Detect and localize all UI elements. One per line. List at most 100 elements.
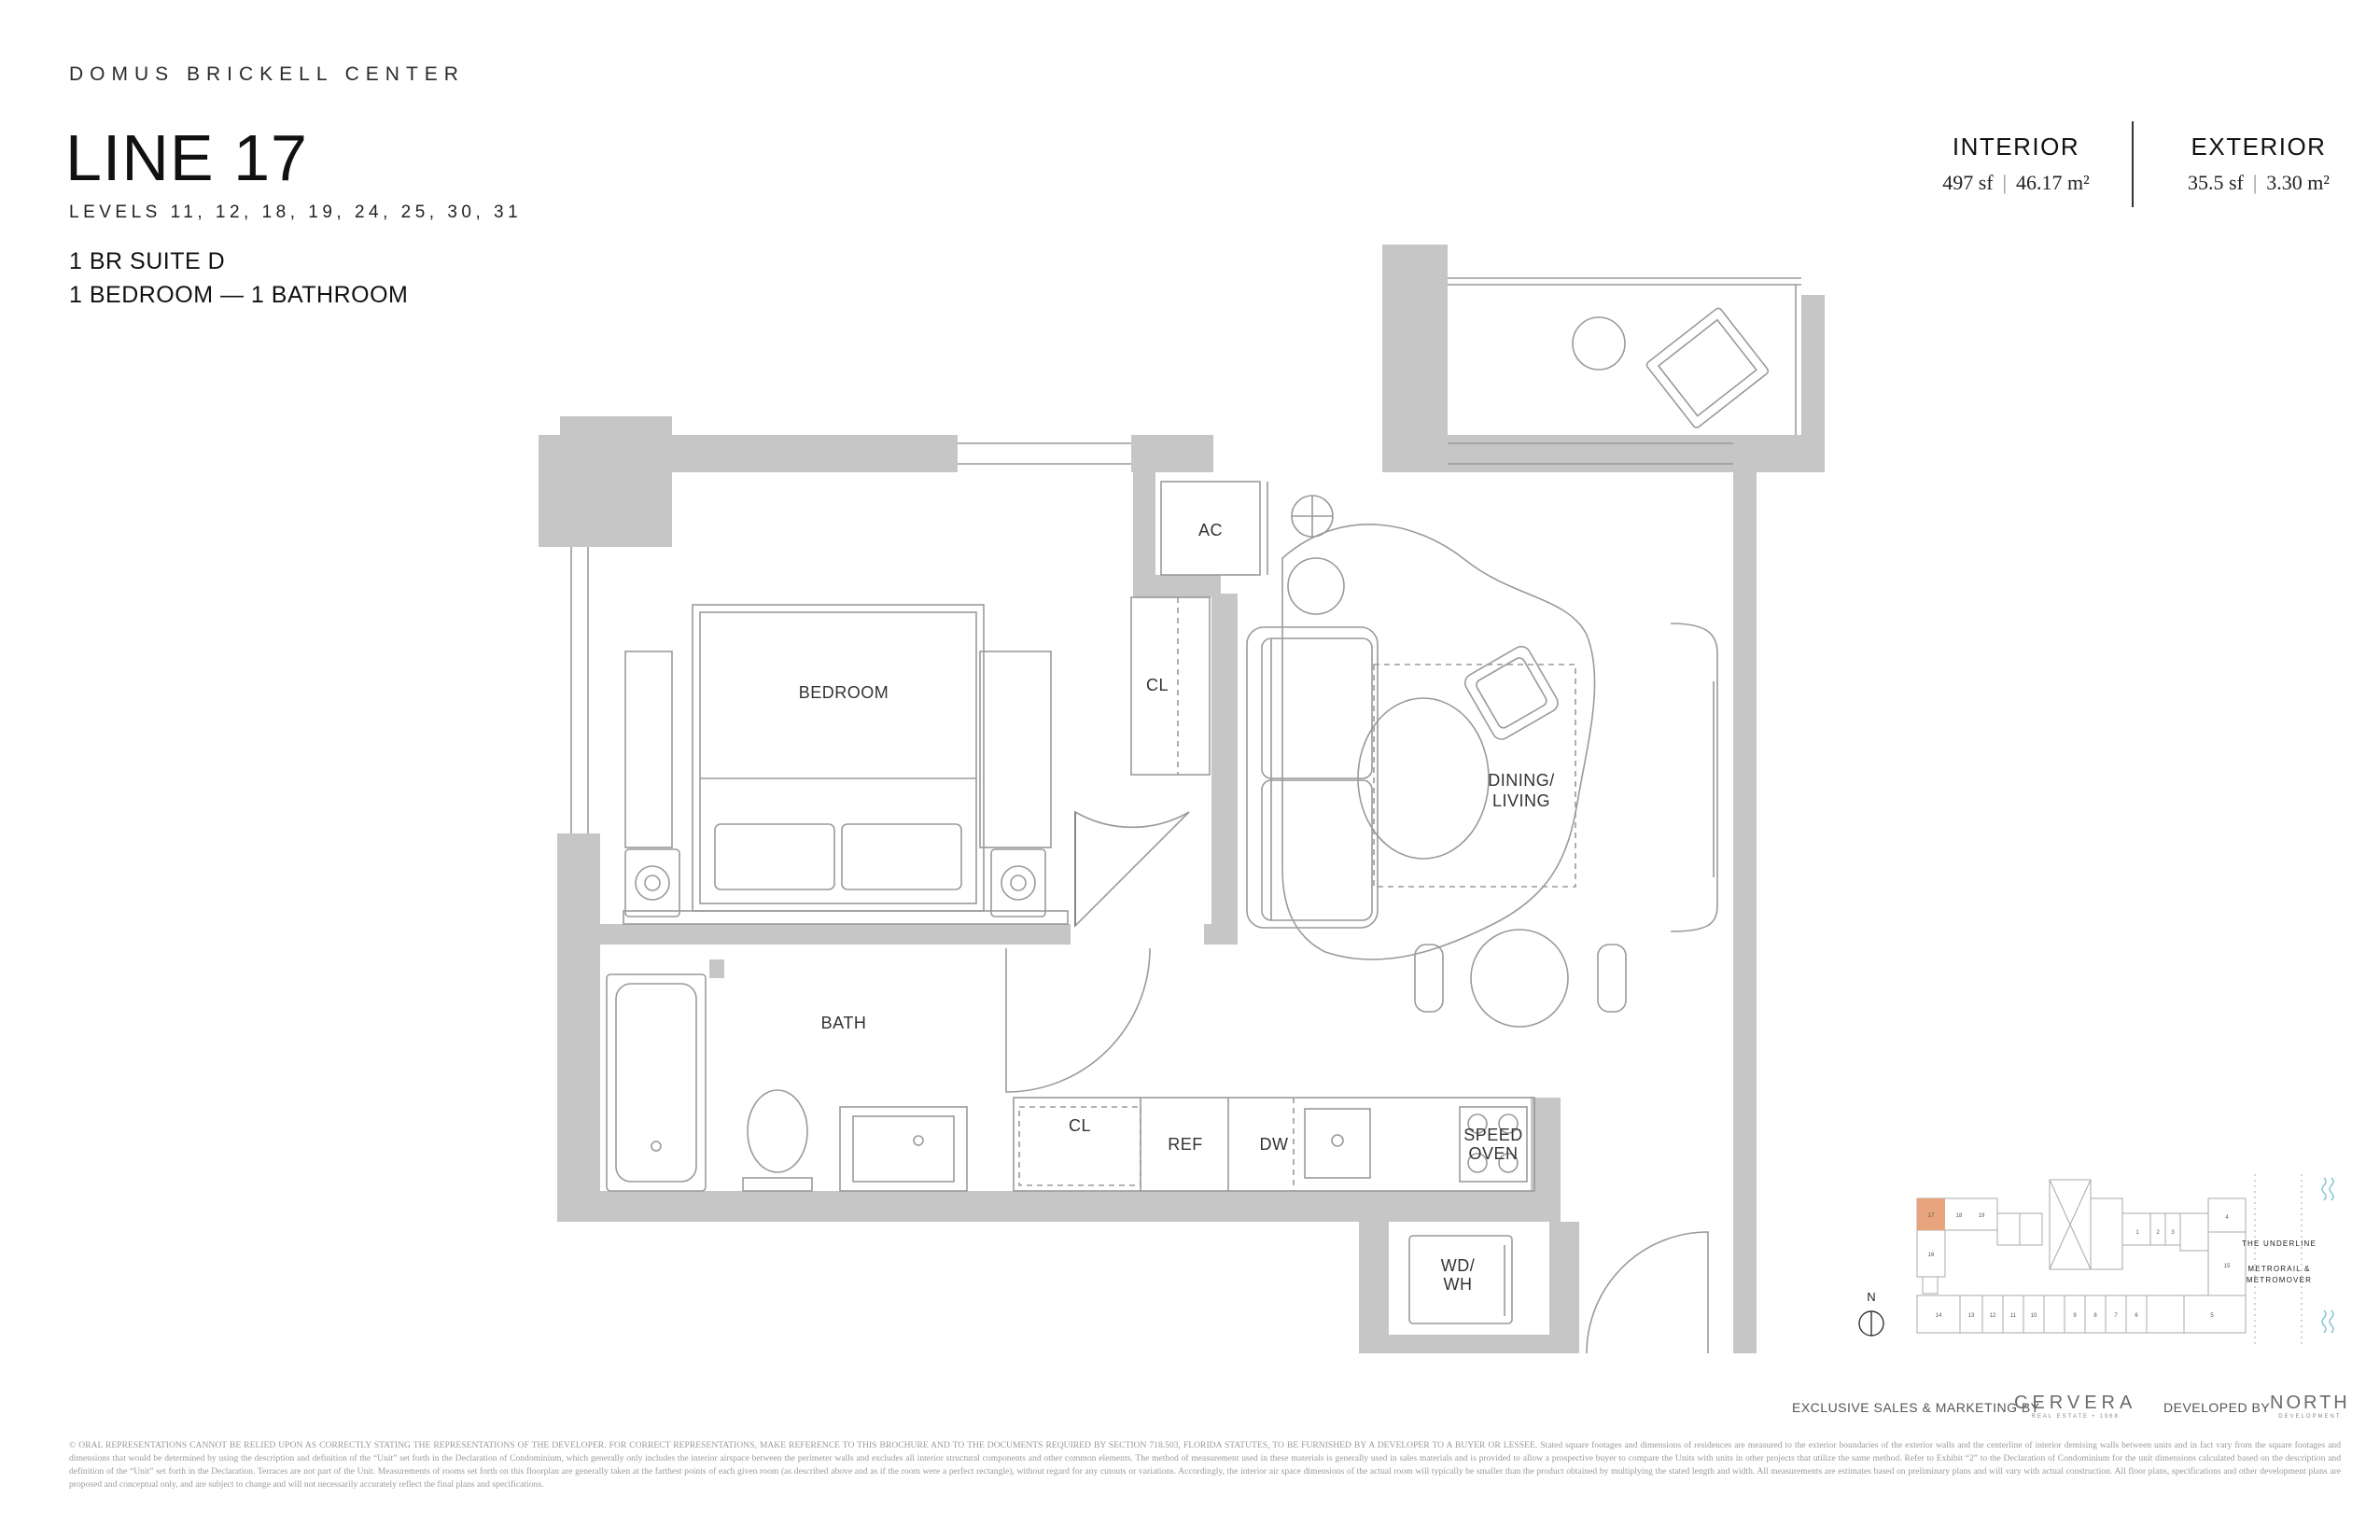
- interior-m2: 46.17 m²: [2016, 171, 2090, 194]
- kitchen-counter: [1013, 1097, 1535, 1192]
- wall-north-living: [1448, 435, 1733, 472]
- wall-nw-column: [560, 416, 622, 547]
- bed-pillow-left: [714, 823, 835, 890]
- dining-chair-left: [1414, 944, 1444, 1013]
- wall-terrace-west: [1382, 245, 1448, 472]
- key-metrorail-line1: METRORAIL &: [2247, 1265, 2310, 1273]
- room-bath: BATH: [821, 1014, 867, 1032]
- wall-wdwh-west: [1359, 1222, 1389, 1353]
- area-divider: [2132, 121, 2134, 207]
- key-bottom-row: [1916, 1295, 2247, 1334]
- key-underline-label: THE UNDERLINE: [2242, 1239, 2317, 1248]
- appliance-dw: DW: [1260, 1135, 1289, 1154]
- bed-pillow-right: [841, 823, 962, 890]
- appliance-ref: REF: [1168, 1135, 1203, 1154]
- interior-sf: 497 sf: [1942, 171, 1994, 194]
- terrace-chair: [1645, 307, 1770, 428]
- wall-south: [557, 1191, 1553, 1222]
- key-unit-label: 11: [2010, 1313, 2017, 1319]
- water-icon: [2321, 1177, 2334, 1334]
- suite-name: 1 BR SUITE D: [69, 248, 226, 274]
- closet-upper: [1130, 596, 1211, 776]
- key-unit-label: 3: [2171, 1230, 2175, 1236]
- washer-dryer: [1408, 1235, 1513, 1324]
- bed-ledge: [623, 910, 1069, 925]
- key-highlight-label: 17: [1928, 1213, 1935, 1219]
- key-unit-label: 19: [1979, 1213, 1985, 1219]
- wall-bath-stub: [709, 959, 724, 978]
- bath-door-swing: [1005, 947, 1151, 1093]
- wall-east: [1733, 457, 1757, 1353]
- key-highlight-unit: [1917, 1198, 1945, 1230]
- outlines: [570, 277, 1801, 1354]
- cervera-logo-text: CERVERA: [2014, 1393, 2137, 1413]
- interior-label: INTERIOR: [1952, 133, 2080, 161]
- wall-terrace-east: [1801, 295, 1825, 472]
- exterior-values: 35.5 sf|3.30 m²: [2147, 171, 2371, 195]
- key-unit-label: 18: [1956, 1213, 1963, 1219]
- bed-bath-count: 1 BEDROOM — 1 BATHROOM: [69, 282, 409, 308]
- interior-values: 497 sf|46.17 m²: [1904, 171, 2128, 195]
- lamp-left: [635, 865, 670, 901]
- room-dining-line1: DINING/: [1488, 771, 1555, 790]
- wall-nw-corner: [622, 416, 672, 547]
- sofa: [1246, 626, 1379, 929]
- room-dining-line2: LIVING: [1492, 791, 1550, 810]
- exterior-area: EXTERIOR 35.5 sf|3.30 m²: [2147, 133, 2371, 195]
- walls: [539, 245, 1825, 1353]
- key-unit-label: 4: [2225, 1215, 2229, 1221]
- line-title: LINE 17: [65, 121, 308, 194]
- key-unit-label: 2: [2156, 1230, 2160, 1236]
- appliance-wdwh-line2: WH: [1444, 1275, 1473, 1294]
- living-chair: [1463, 645, 1559, 740]
- terrace-table: [1572, 316, 1626, 371]
- key-unit-label: 13: [1968, 1313, 1975, 1319]
- wall-wdwh-south: [1359, 1335, 1579, 1353]
- bed-frame: [692, 604, 985, 912]
- key-unit-label: 14: [1936, 1313, 1942, 1319]
- cervera-logo: CERVERA REAL ESTATE • 1968: [2014, 1393, 2136, 1420]
- coffee-table: [1357, 697, 1490, 860]
- wall-kitchen-east: [1531, 1098, 1561, 1222]
- bedroom-dresser-left: [624, 651, 673, 848]
- key-unit-label: 5: [2210, 1313, 2214, 1319]
- dining-area: [1373, 664, 1576, 888]
- room-bedroom: BEDROOM: [799, 683, 889, 702]
- key-unit-label: 8: [2093, 1313, 2097, 1319]
- north-label: N: [1867, 1290, 1875, 1304]
- entry-door-swing: [1586, 1231, 1709, 1354]
- living-side-table: [1287, 557, 1345, 615]
- interior-area: INTERIOR 497 sf|46.17 m²: [1904, 133, 2128, 195]
- project-name: DOMUS BRICKELL CENTER: [69, 63, 465, 85]
- wall-bedroom-south: [557, 924, 1071, 945]
- key-unit-label: 9: [2073, 1313, 2077, 1319]
- north-dev-logo: NORTH DEVELOPMENT: [2270, 1393, 2350, 1420]
- ac-unit: [1160, 481, 1261, 576]
- room-labels: BEDROOM BATH AC CL DINING/ LIVING CL REF…: [799, 521, 1555, 1294]
- kitchen-closet: [1018, 1106, 1141, 1186]
- north-arrow-icon: [1858, 1310, 1884, 1337]
- bed-mattress: [699, 611, 977, 904]
- lamp-right: [1001, 865, 1036, 901]
- cervera-logo-sub: REAL ESTATE • 1968: [2031, 1414, 2120, 1420]
- key-unit-label: 16: [1928, 1253, 1935, 1258]
- cooktop: [1459, 1106, 1528, 1183]
- north-logo-text: NORTH: [2270, 1393, 2350, 1413]
- key-metrorail-line2: METROMOVER: [2247, 1276, 2312, 1284]
- developer-credit-label: DEVELOPED BY: [2163, 1400, 2271, 1415]
- appliance-wdwh-line1: WD/: [1441, 1256, 1476, 1275]
- vanity: [839, 1106, 968, 1192]
- key-unit-label: 1: [2135, 1230, 2139, 1236]
- wall-north-bedroom: [672, 435, 958, 472]
- wall-closet-east: [1211, 594, 1238, 945]
- dining-table: [1470, 929, 1569, 1028]
- room-ac: AC: [1198, 521, 1223, 539]
- appliance-speed-oven-line1: SPEED: [1463, 1126, 1523, 1144]
- legal-disclaimer: © ORAL REPRESENTATIONS CANNOT BE RELIED …: [69, 1440, 2341, 1490]
- dining-chair-right: [1597, 944, 1627, 1013]
- exterior-sf: 35.5 sf: [2187, 171, 2244, 194]
- nightstand-left: [624, 848, 680, 917]
- room-closet-kitchen: CL: [1069, 1116, 1091, 1135]
- wall-ac-west: [1133, 472, 1155, 582]
